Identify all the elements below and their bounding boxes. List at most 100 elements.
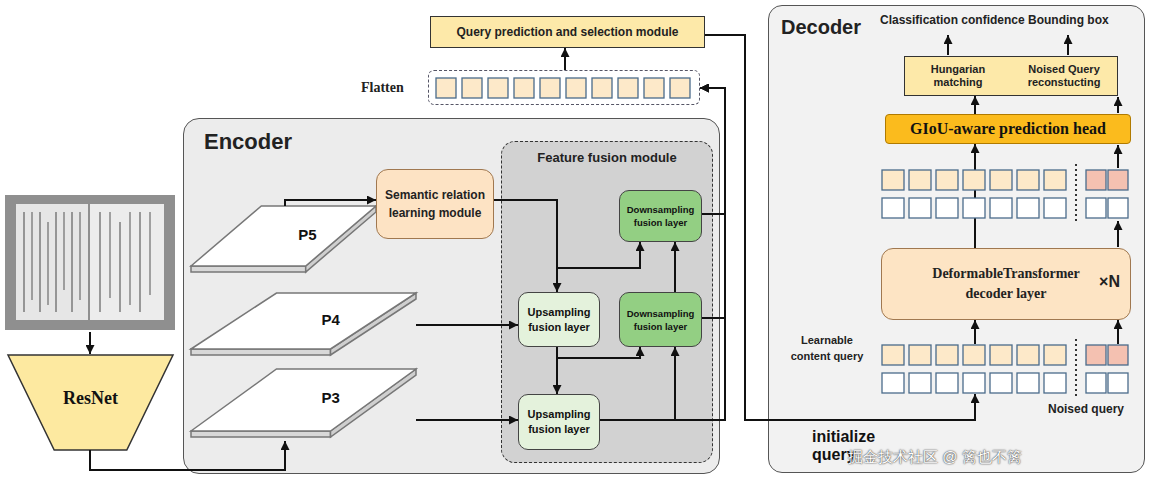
query-square bbox=[990, 373, 1012, 393]
node-text: Feature fusion module bbox=[502, 150, 712, 165]
text-line bbox=[100, 212, 101, 312]
query-square bbox=[1044, 170, 1066, 190]
plane-face bbox=[191, 293, 416, 349]
text-line bbox=[32, 212, 33, 300]
text-line bbox=[48, 222, 49, 305]
query-group: Noised query bbox=[1081, 344, 1131, 394]
node-text: P4 bbox=[322, 311, 340, 328]
query-square bbox=[1017, 373, 1039, 393]
query-square bbox=[1017, 198, 1039, 218]
flow-connector bbox=[416, 419, 518, 421]
token-square bbox=[462, 78, 482, 98]
feature-map: P5 bbox=[191, 206, 376, 276]
query-group: Learnable content query bbox=[881, 344, 1066, 394]
query-square bbox=[990, 345, 1012, 365]
flow-connector bbox=[600, 347, 675, 420]
text-line bbox=[72, 212, 73, 312]
flatten-box: Flatten bbox=[428, 70, 700, 105]
flow-arrow bbox=[947, 35, 949, 55]
query-square bbox=[1044, 198, 1066, 218]
flow-arrow bbox=[1117, 221, 1119, 247]
node-text: Noised Query reconstucting bbox=[1011, 63, 1117, 89]
group-divider bbox=[1075, 339, 1077, 398]
query-square bbox=[1044, 373, 1066, 393]
query-square bbox=[963, 345, 985, 365]
flow-connector bbox=[494, 200, 557, 292]
output-content-row bbox=[882, 170, 1066, 190]
fusion-layer: Upsampling fusion layer bbox=[518, 394, 600, 450]
node-text: Upsampling fusion layer bbox=[519, 305, 599, 335]
node-text: Upsampling fusion layer bbox=[519, 407, 599, 437]
flow-connector bbox=[416, 324, 518, 326]
flow-connector bbox=[564, 48, 566, 70]
output-noised-row bbox=[1086, 170, 1128, 365]
text-line bbox=[120, 222, 121, 312]
flow-connector bbox=[600, 88, 725, 420]
query-square bbox=[1017, 170, 1039, 190]
book-page bbox=[90, 204, 164, 320]
flatten-tokens bbox=[436, 78, 690, 98]
node-text: P5 bbox=[298, 226, 316, 243]
node-text: Encoder bbox=[204, 129, 292, 155]
token-square bbox=[618, 78, 638, 98]
text-line bbox=[110, 212, 111, 298]
module-box: Query prediction and selection module bbox=[430, 16, 705, 48]
query-square bbox=[1108, 373, 1128, 393]
flow-connector bbox=[557, 347, 640, 358]
shape-outline bbox=[191, 369, 416, 441]
text-line bbox=[56, 212, 57, 312]
text-line bbox=[150, 212, 151, 295]
flow-connector bbox=[494, 200, 640, 268]
query-square bbox=[1108, 345, 1128, 365]
text-line bbox=[80, 212, 81, 300]
node-text: P3 bbox=[322, 389, 340, 406]
node-text: ResNet bbox=[63, 388, 118, 409]
query-square bbox=[1086, 373, 1106, 393]
plane-face bbox=[191, 266, 306, 272]
module-box: Semantic relation learning module bbox=[376, 169, 494, 239]
shape-outline bbox=[191, 206, 376, 276]
flow-connector bbox=[556, 347, 558, 394]
query-square bbox=[936, 345, 958, 365]
token-square bbox=[670, 78, 690, 98]
query-square bbox=[1086, 198, 1106, 218]
flow-connector bbox=[700, 88, 725, 214]
query-square bbox=[882, 373, 904, 393]
decoder-panel: DecoderHungarian matchingNoised Query re… bbox=[768, 5, 1145, 473]
node-text: GIoU-aware prediction head bbox=[910, 120, 1106, 138]
flow-connector bbox=[674, 242, 676, 292]
flow-arrow bbox=[1117, 97, 1119, 113]
book-page bbox=[16, 204, 88, 320]
feature-map: P3 bbox=[191, 369, 416, 441]
group-divider bbox=[1075, 164, 1077, 224]
query-square bbox=[990, 170, 1012, 190]
node-text: Semantic relation learning module bbox=[381, 186, 489, 222]
query-square bbox=[1044, 345, 1066, 365]
fusion-layer: Upsampling fusion layer bbox=[518, 292, 600, 347]
query-square bbox=[882, 345, 904, 365]
flow-connector bbox=[90, 441, 285, 470]
node-text: Query prediction and selection module bbox=[456, 25, 678, 39]
query-square bbox=[963, 373, 985, 393]
node-text: Hungarian matching bbox=[905, 63, 1011, 89]
document-photo bbox=[5, 195, 175, 330]
flow-arrow bbox=[1117, 145, 1119, 168]
query-square bbox=[909, 170, 931, 190]
plane-face bbox=[191, 349, 331, 355]
node-text: Downsampling fusion layer bbox=[620, 307, 701, 333]
query-square bbox=[909, 373, 931, 393]
prediction-head: GIoU-aware prediction head bbox=[885, 114, 1131, 144]
plane-face bbox=[191, 431, 331, 437]
input-arrow bbox=[89, 332, 91, 354]
node-text: Flatten bbox=[361, 80, 404, 96]
feature-map: P4 bbox=[191, 293, 416, 359]
flow-connector bbox=[285, 200, 376, 206]
node-text: Downsampling fusion layer bbox=[620, 203, 701, 229]
token-square bbox=[488, 78, 508, 98]
token-square bbox=[592, 78, 612, 98]
output-position-row bbox=[882, 198, 1128, 218]
flow-arrow bbox=[1067, 35, 1069, 55]
query-square bbox=[909, 345, 931, 365]
